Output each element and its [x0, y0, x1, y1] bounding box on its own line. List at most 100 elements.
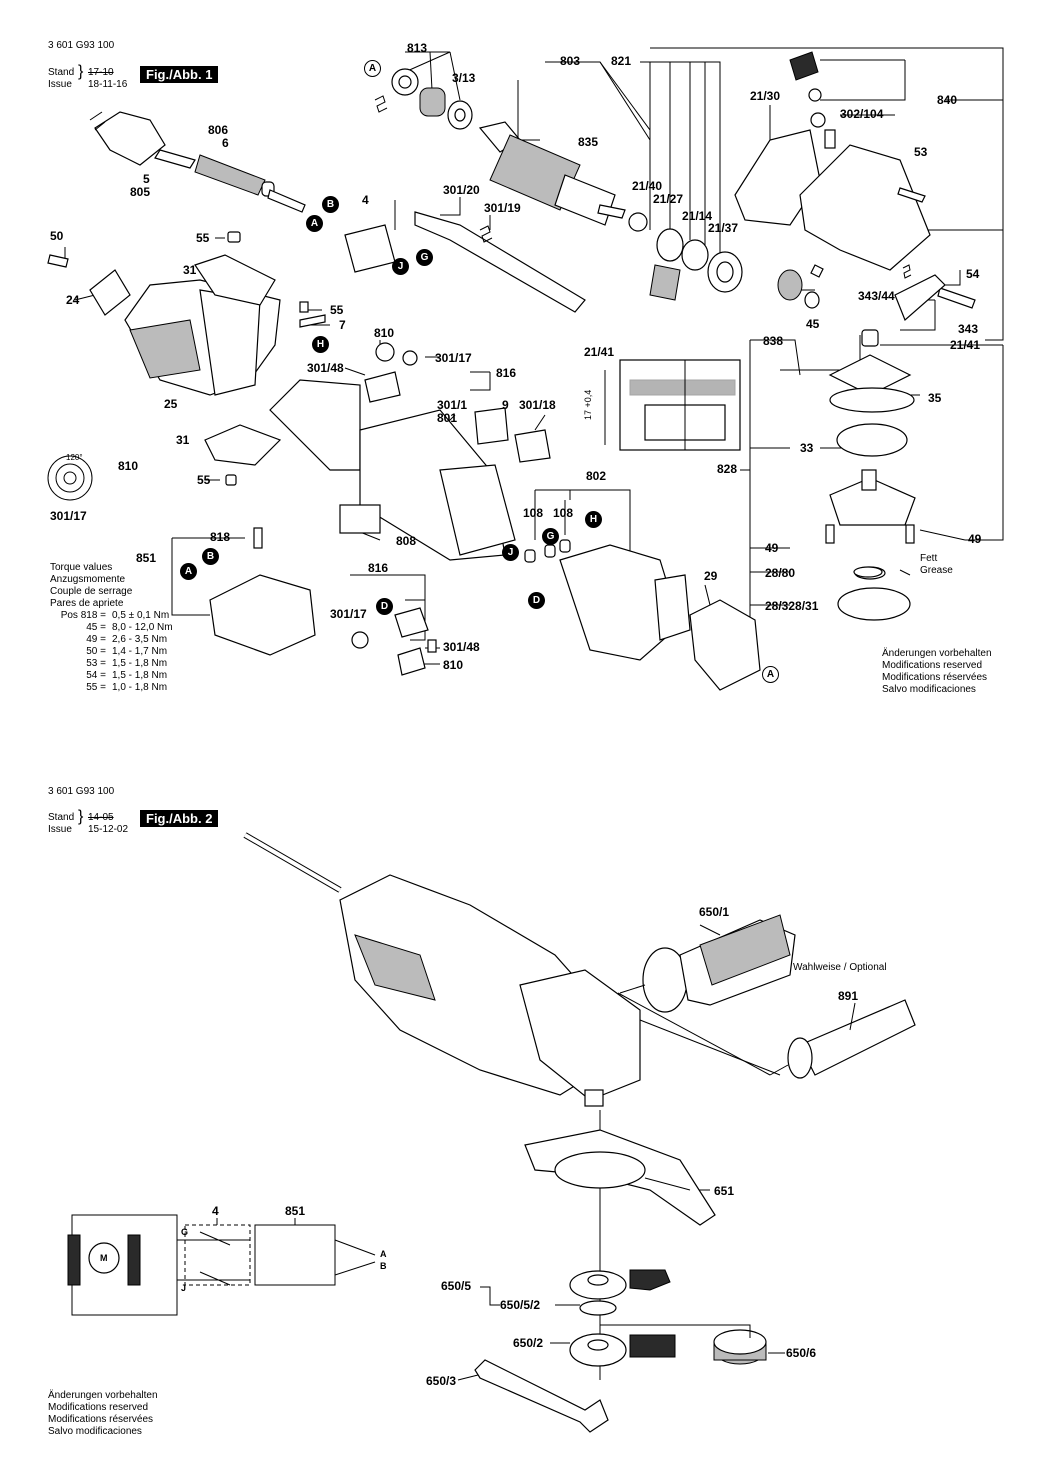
- callout-g: G: [542, 528, 559, 545]
- part-label: 803: [560, 54, 581, 68]
- modification-line: Modifications réservées: [48, 1414, 154, 1425]
- dimension-label: 17 +0,4: [583, 389, 593, 420]
- part-label: 301/17: [435, 351, 472, 365]
- callout-d: D: [528, 592, 545, 609]
- fig1-title: Fig./Abb. 1: [140, 66, 219, 83]
- terminal-g-label: G: [181, 1227, 189, 1237]
- part-label: 55: [196, 231, 210, 245]
- fig1-doc-number: 3 601 G93 100: [48, 40, 115, 51]
- torque-pos: 53 =: [86, 658, 106, 669]
- fig1-parts: [47, 51, 976, 691]
- fig1-issue-date: 18-11-16: [88, 79, 128, 90]
- terminal-j-label: J: [181, 1283, 187, 1293]
- part-label: 343: [958, 322, 979, 336]
- callout-h: H: [312, 336, 329, 353]
- part-label: 840: [937, 93, 958, 107]
- part-label: 810: [374, 326, 395, 340]
- wiring-schematic: [67, 1214, 376, 1316]
- torque-value: 0,5 ± 0,1 Nm: [112, 610, 170, 621]
- part-label: 651: [714, 1184, 735, 1198]
- part-label: 45: [806, 317, 820, 331]
- part-label: 4: [212, 1204, 219, 1218]
- part-label: 3/13: [452, 71, 476, 85]
- part-label: 21/41: [950, 338, 981, 352]
- part-label: 816: [496, 366, 517, 380]
- part-label: 835: [578, 135, 599, 149]
- modification-line: Modifications reserved: [48, 1402, 149, 1413]
- part-label: 21/37: [708, 221, 739, 235]
- callout-a: A: [180, 563, 197, 580]
- modification-line: Modifications reserved: [882, 660, 983, 671]
- callout-d: D: [376, 598, 393, 615]
- callout-h: H: [585, 511, 602, 528]
- part-label: 29: [704, 569, 718, 583]
- part-label: 838: [763, 334, 784, 348]
- part-label: 801: [437, 411, 458, 425]
- part-label: 24: [66, 293, 80, 307]
- torque-pos: Pos 818 =: [60, 610, 106, 621]
- part-label: 55: [330, 303, 344, 317]
- part-label: 108: [523, 506, 544, 520]
- callout-j: J: [502, 544, 519, 561]
- part-label: 301/1: [437, 398, 468, 412]
- torque-value: 1,5 - 1,8 Nm: [112, 658, 168, 669]
- modification-line: Modifications réservées: [882, 672, 988, 683]
- motor-label: M: [100, 1253, 108, 1263]
- part-label: 55: [197, 473, 211, 487]
- fett-label: Fett: [920, 553, 938, 564]
- part-label: 31: [183, 263, 197, 277]
- part-label: 650/1: [699, 905, 730, 919]
- part-label: 650/2: [513, 1336, 544, 1350]
- part-label: 828: [717, 462, 738, 476]
- part-label: 816: [368, 561, 389, 575]
- fig1-brace: }: [78, 63, 84, 80]
- callout-a: A: [306, 215, 323, 232]
- torque-value: 1,5 - 1,8 Nm: [112, 670, 168, 681]
- part-label: 301/17: [50, 509, 87, 523]
- part-label: 53: [914, 145, 928, 159]
- part-label: 301/18: [519, 398, 556, 412]
- part-label: 818: [210, 530, 231, 544]
- modification-line: Salvo modificaciones: [882, 684, 976, 695]
- fig1-stand-old: 17-10: [88, 67, 114, 78]
- part-label: 21/41: [584, 345, 615, 359]
- part-label: 650/6: [786, 1346, 817, 1360]
- part-label: 28/80: [765, 566, 796, 580]
- torque-value: 8,0 - 12,0 Nm: [112, 622, 173, 633]
- modification-line: Änderungen vorbehalten: [48, 1390, 158, 1401]
- part-label: 108: [553, 506, 574, 520]
- callout-a: A: [762, 666, 779, 683]
- part-label: 28/328/31: [765, 599, 819, 613]
- terminal-a-label: A: [380, 1249, 387, 1259]
- angle-label: 120°: [66, 453, 83, 462]
- part-label: 650/3: [426, 1374, 457, 1388]
- part-label: 805: [130, 185, 151, 199]
- modification-line: Änderungen vorbehalten: [882, 648, 992, 659]
- part-label: 806: [208, 123, 229, 137]
- part-label: 21/27: [653, 192, 684, 206]
- part-label: 21/40: [632, 179, 663, 193]
- modification-line: Salvo modificaciones: [48, 1426, 142, 1437]
- part-label: 301/48: [443, 640, 480, 654]
- part-label: 808: [396, 534, 417, 548]
- torque-title-en: Torque values: [50, 562, 113, 573]
- part-label: 813: [407, 41, 428, 55]
- torque-title-de: Anzugsmomente: [50, 574, 126, 585]
- torque-pos: 54 =: [86, 670, 106, 681]
- part-label: 302/104: [840, 107, 884, 121]
- fig2-title: Fig./Abb. 2: [140, 810, 219, 827]
- torque-pos: 45 =: [86, 622, 106, 633]
- part-label: 50: [50, 229, 64, 243]
- part-label: 21/14: [682, 209, 713, 223]
- fig2-parts: [243, 832, 916, 1433]
- callout-g: G: [416, 249, 433, 266]
- part-label: 6: [222, 136, 229, 150]
- part-label: 31: [176, 433, 190, 447]
- torque-pos: 49 =: [86, 634, 106, 645]
- part-label: 301/48: [307, 361, 344, 375]
- torque-title-fr: Couple de serrage: [50, 586, 133, 597]
- callout-a: A: [364, 60, 381, 77]
- part-label: 851: [285, 1204, 306, 1218]
- part-label: 891: [838, 989, 859, 1003]
